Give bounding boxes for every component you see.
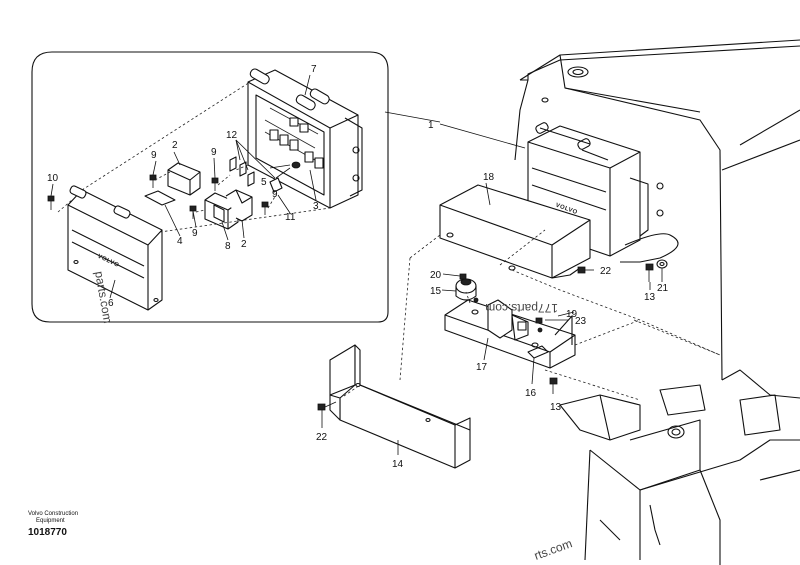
cable [620,233,679,263]
watermark-text: 177parts.com [485,301,558,315]
junction-box-detail [247,68,363,209]
detail-view-frame [31,51,389,323]
callout-13: 13 [644,292,656,303]
callout-9: 9 [211,147,217,158]
relay-cover [439,184,591,279]
callout-10: 10 [47,173,59,184]
callout-8: 8 [225,241,231,252]
callout-17: 17 [476,362,488,373]
callout-15: 15 [430,286,442,297]
callout-20: 20 [430,270,442,281]
callout-23: 23 [575,316,587,327]
callout-2: 2 [172,140,178,151]
callout-22: 22 [600,266,612,277]
callout-16: 16 [525,388,537,399]
callout-7: 7 [311,64,317,75]
company-name-line-1: Volvo Construction [28,511,79,517]
callout-3: 3 [313,201,319,212]
callout-11: 11 [285,212,296,223]
callout-18: 18 [483,172,495,183]
front-cover-detail: VOLVO [67,185,163,311]
relay-block [487,299,513,339]
switch-2-upper [167,162,201,196]
callout-13: 13 [550,402,562,413]
callout-5: 5 [261,177,267,188]
mounting-bracket [444,278,576,369]
watermark-text: rts.com [532,536,574,563]
drawing-number: 1018770 [28,527,67,538]
callout-12: 12 [226,130,238,141]
callout-21: 21 [657,283,669,294]
assembly-lines [57,81,721,401]
callout-labels: 1 2 2 3 4 5 6 7 8 9 9 9 9 10 11 12 13 13… [47,64,669,470]
label-plate [144,190,176,206]
watermarks: parts.com 177parts.com rts.com [92,270,574,563]
company-name-line-2: Equipment [36,518,65,524]
callout-9: 9 [192,228,198,239]
screws [47,174,668,411]
callout-2: 2 [241,239,247,250]
terminal-clips [229,156,283,193]
leader-lines [50,74,663,455]
callout-22: 22 [316,432,328,443]
machine-frame [514,39,800,565]
callout-4: 4 [177,236,183,247]
callout-1: 1 [428,120,434,131]
lower-cover [329,344,471,469]
callout-9: 9 [272,189,278,200]
callout-9: 9 [151,150,157,161]
nut-16 [527,345,549,359]
callout-6: 6 [108,298,114,309]
callout-19: 19 [566,309,578,320]
callout-14: 14 [392,459,404,470]
